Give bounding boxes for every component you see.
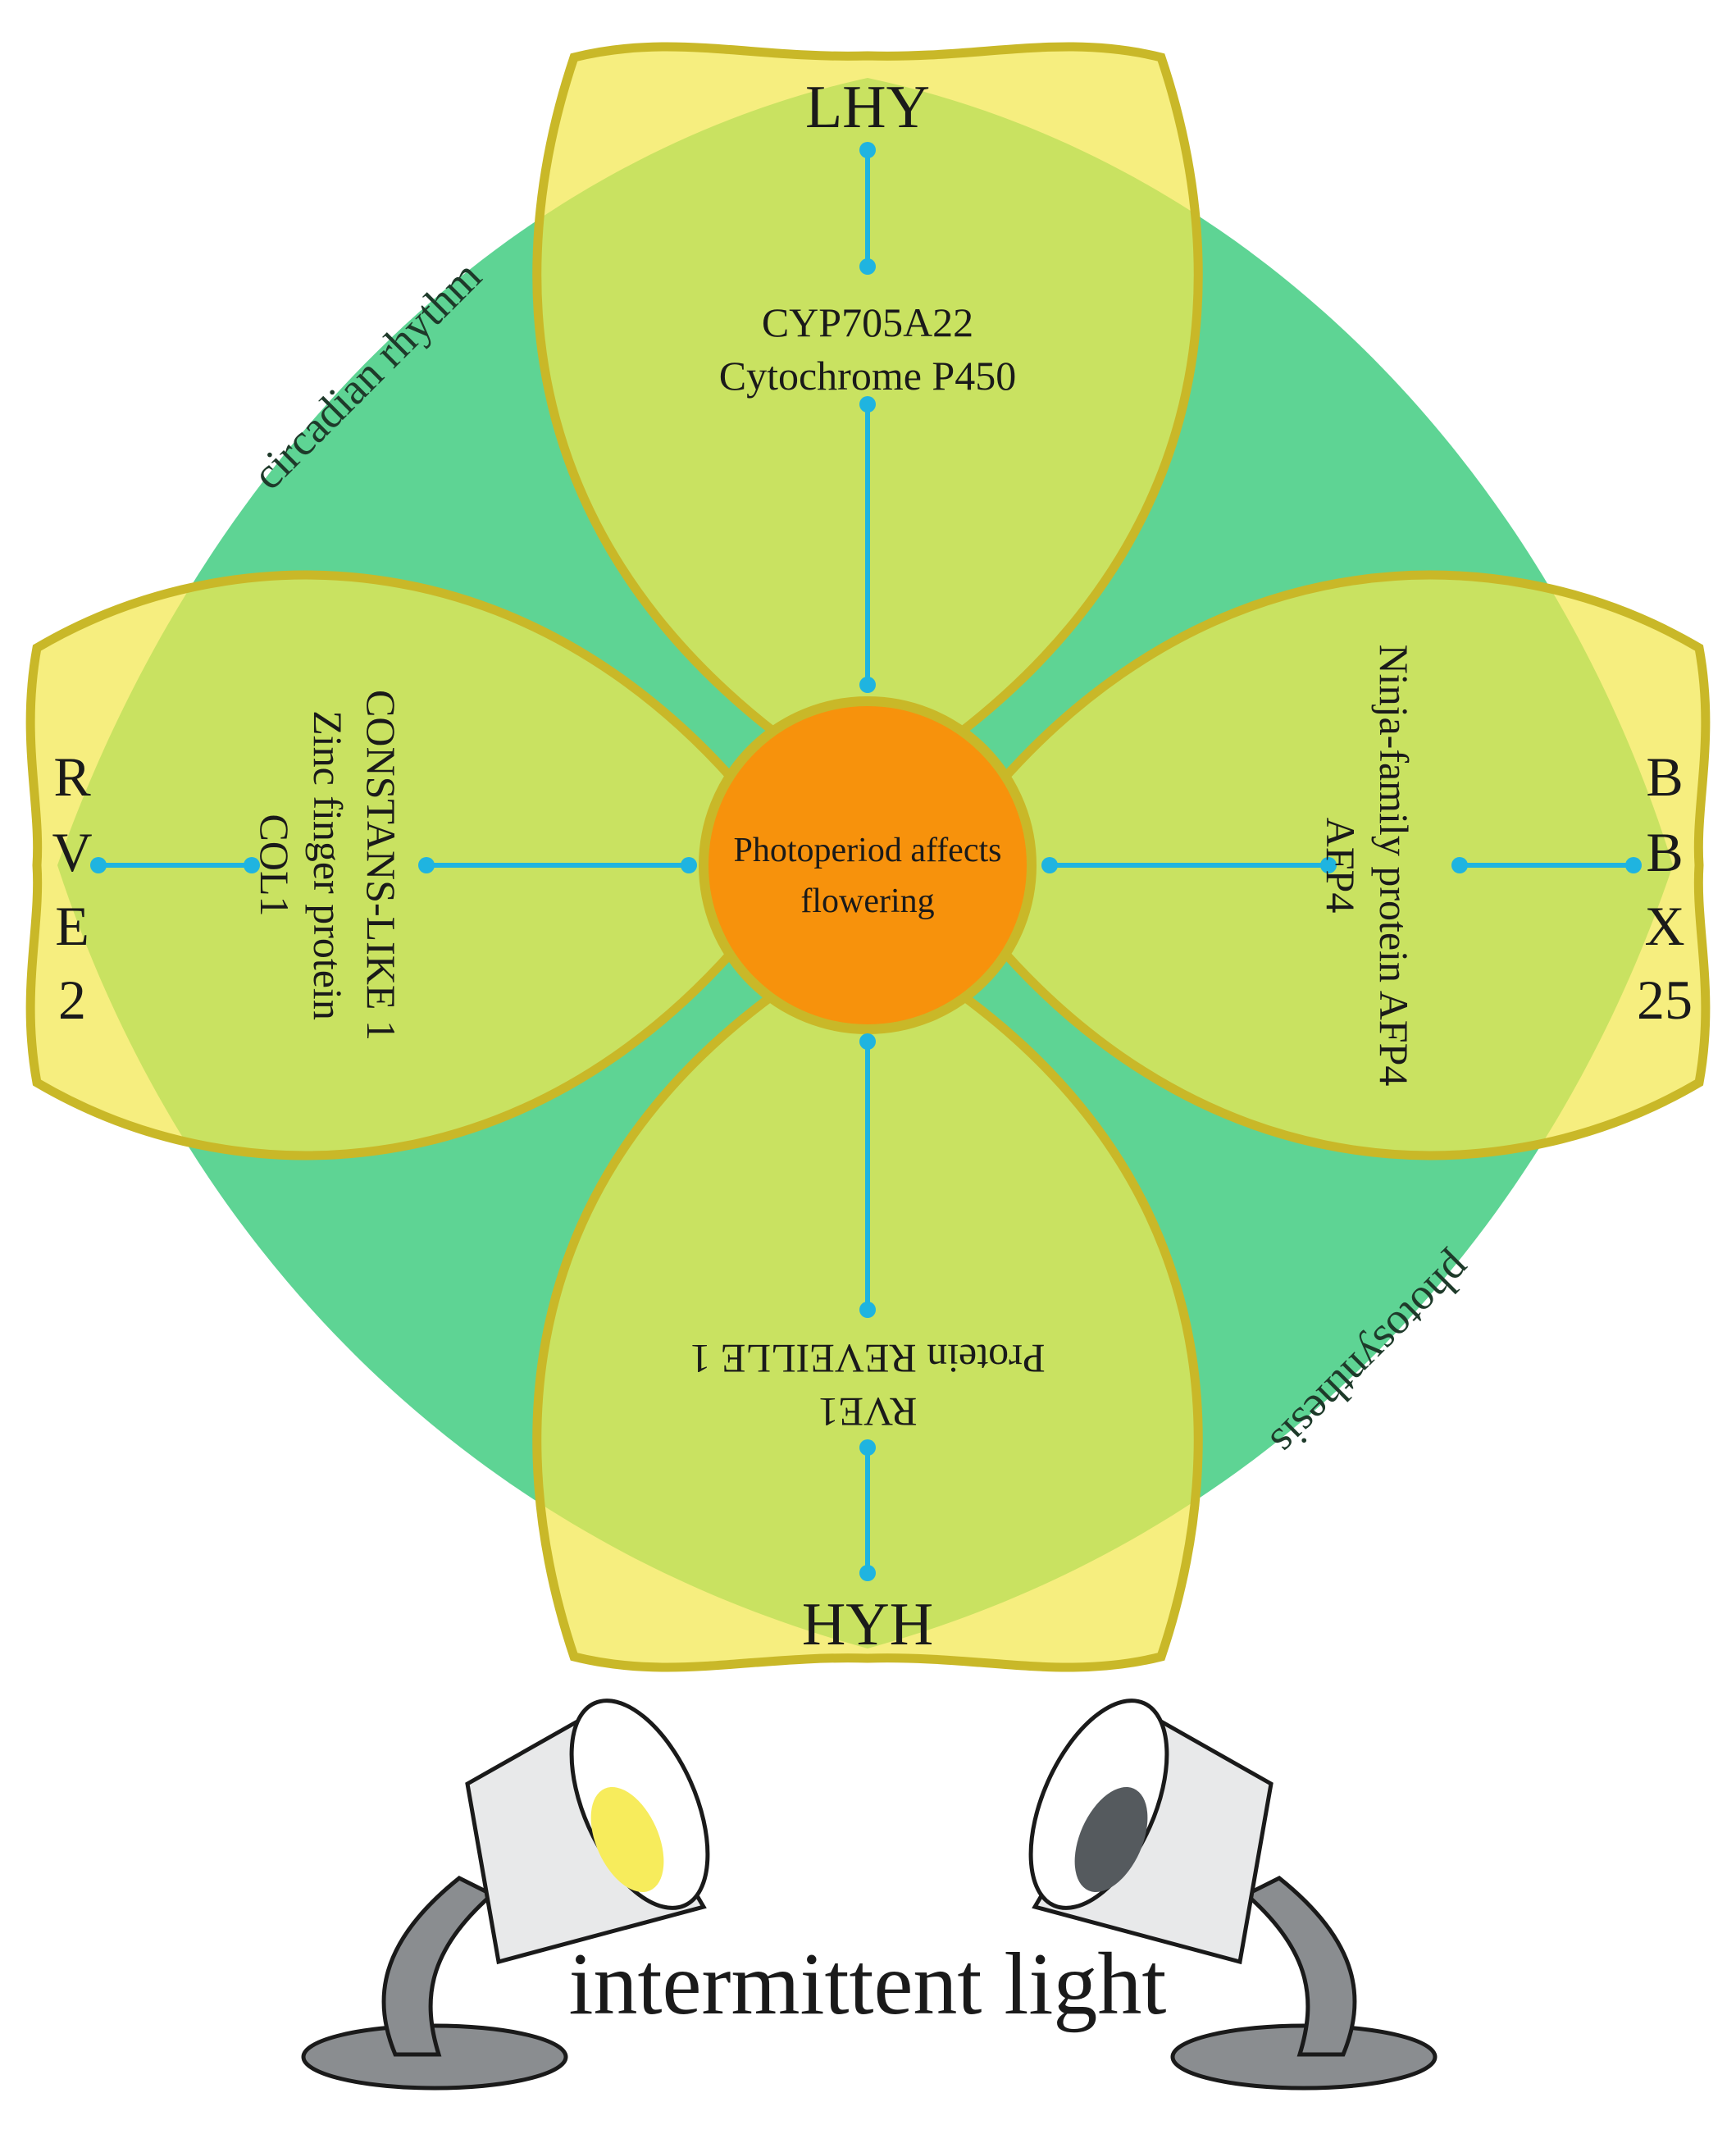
gene-rve2-char: E	[55, 895, 89, 957]
connector-dot	[1041, 857, 1058, 873]
connector-dot	[90, 857, 107, 873]
gene-bbx25-char: X	[1644, 895, 1684, 957]
connector-dot	[681, 857, 697, 873]
protein-left-line2: Zinc finger protein	[305, 710, 351, 1020]
lamp-bulb-off	[1074, 1786, 1148, 1893]
protein-bottom-group: RVE1 Protein REVEILLE 1	[690, 1336, 1045, 1435]
gene-bbx25-char: 25	[1637, 969, 1693, 1031]
lamp-arm	[381, 1876, 496, 2057]
protein-left-line1: COL1	[252, 814, 298, 917]
lamp-off-icon	[1028, 1699, 1438, 2091]
protein-top-line2: Cytochrome P450	[719, 353, 1016, 399]
connector-dot	[418, 857, 435, 873]
gene-rve2-char: V	[52, 821, 92, 883]
caption-intermittent-light: intermittent light	[569, 1936, 1167, 2033]
center-circle	[699, 696, 1037, 1034]
gene-bbx25: B B X 25	[1637, 746, 1693, 1031]
connector-dots	[90, 142, 1642, 1581]
protein-top-line1: CYP705A22	[762, 299, 973, 345]
protein-left-line3: CONSTANS-LIKE 1	[358, 690, 404, 1041]
connector-dot	[859, 396, 876, 413]
protein-right-group: AFP4 Ninja-family protein AFP4	[1318, 645, 1417, 1087]
connector-dot	[859, 677, 876, 693]
gene-bbx25-char: B	[1646, 746, 1683, 808]
protein-bottom-line1: RVE1	[818, 1389, 918, 1435]
connector-dot	[859, 1302, 876, 1318]
connector-dot	[1320, 857, 1337, 873]
gene-rve2-char: 2	[58, 969, 86, 1031]
gene-bbx25-char: B	[1646, 821, 1683, 883]
center-label-line1: Photoperiod affects	[734, 832, 1002, 869]
connector-dot	[859, 258, 876, 275]
gene-rve2: R V E 2	[52, 746, 92, 1031]
connector-dot	[1625, 857, 1642, 873]
connector-dot	[859, 142, 876, 158]
lamp-arm	[1242, 1876, 1357, 2057]
lamp-on-icon	[301, 1699, 710, 2091]
protein-right-line2: Ninja-family protein AFP4	[1371, 645, 1417, 1087]
connector-group	[98, 150, 1633, 1573]
gene-hyh: HYH	[802, 1591, 933, 1658]
connector-dot	[244, 857, 260, 873]
lamp-bulb-on	[590, 1786, 664, 1893]
protein-right-line1: AFP4	[1318, 818, 1364, 914]
lamp-base	[1170, 2023, 1438, 2091]
gene-rve2-char: R	[53, 746, 91, 808]
protein-left-group: COL1 Zinc finger protein CONSTANS-LIKE 1	[252, 690, 404, 1041]
connector-dot	[859, 1439, 876, 1456]
lamp-base	[301, 2023, 568, 2091]
connector-dot	[1451, 857, 1468, 873]
connector-dot	[859, 1565, 876, 1581]
protein-bottom-line2: Protein REVEILLE 1	[690, 1336, 1045, 1382]
gene-lhy: LHY	[805, 74, 930, 141]
center-label-line2: flowering	[800, 882, 934, 920]
connector-dot	[859, 1033, 876, 1050]
petal-left	[25, 570, 805, 1160]
